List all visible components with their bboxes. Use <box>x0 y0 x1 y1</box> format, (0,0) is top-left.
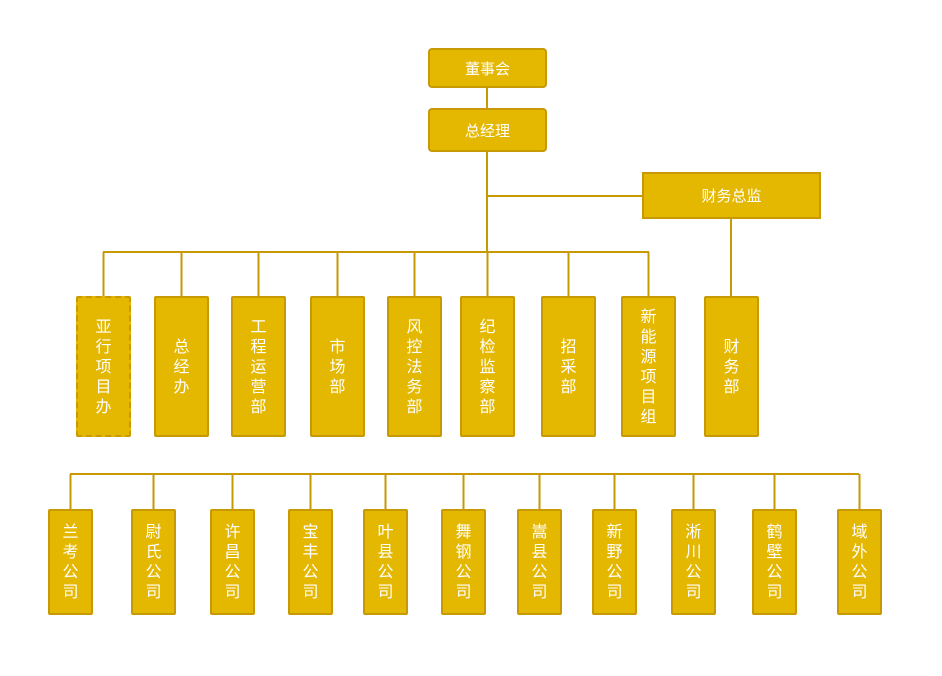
department-node: 新能源项目组 <box>621 296 676 437</box>
node-label: 新能源项目组 <box>640 306 657 426</box>
node-label: 叶县公司 <box>377 522 394 601</box>
department-node: 总经办 <box>154 296 209 437</box>
department-node: 财务部 <box>704 296 759 437</box>
node-label: 兰考公司 <box>62 522 79 601</box>
company-node: 嵩县公司 <box>517 509 562 615</box>
node-cfo: 财务总监 <box>642 172 821 219</box>
node-label: 风控法务部 <box>406 316 423 416</box>
node-label: 财务总监 <box>701 187 762 205</box>
node-label: 总经理 <box>464 121 510 140</box>
node-label: 鹤壁公司 <box>766 522 783 601</box>
department-node: 纪检监察部 <box>460 296 515 437</box>
node-label: 淅川公司 <box>685 522 702 601</box>
node-label: 总经办 <box>173 336 190 396</box>
company-node: 域外公司 <box>837 509 882 615</box>
department-node: 亚行项目办 <box>76 296 131 437</box>
node-label: 宝丰公司 <box>302 522 319 601</box>
company-node: 兰考公司 <box>48 509 93 615</box>
company-node: 鹤壁公司 <box>752 509 797 615</box>
node-label: 亚行项目办 <box>95 316 112 416</box>
company-node: 尉氏公司 <box>131 509 176 615</box>
node-label: 纪检监察部 <box>479 316 496 416</box>
node-general-manager: 总经理 <box>428 108 547 152</box>
department-drop-lines <box>102 252 650 296</box>
node-label: 工程运营部 <box>250 316 267 416</box>
node-label: 嵩县公司 <box>531 522 548 601</box>
node-label: 市场部 <box>329 336 346 396</box>
node-label: 新野公司 <box>606 522 623 601</box>
company-node: 宝丰公司 <box>288 509 333 615</box>
company-drop-lines <box>69 474 861 509</box>
company-node: 许昌公司 <box>210 509 255 615</box>
node-label: 招采部 <box>560 336 577 396</box>
node-label: 舞钢公司 <box>455 522 472 601</box>
company-node: 新野公司 <box>592 509 637 615</box>
node-label: 域外公司 <box>851 522 868 601</box>
node-label: 财务部 <box>723 336 740 396</box>
department-node: 风控法务部 <box>387 296 442 437</box>
department-node: 市场部 <box>310 296 365 437</box>
node-board: 董事会 <box>428 48 547 88</box>
node-label: 许昌公司 <box>224 522 241 601</box>
node-label: 尉氏公司 <box>145 522 162 601</box>
company-node: 淅川公司 <box>671 509 716 615</box>
department-node: 招采部 <box>541 296 596 437</box>
company-node: 叶县公司 <box>363 509 408 615</box>
department-node: 工程运营部 <box>231 296 286 437</box>
company-node: 舞钢公司 <box>441 509 486 615</box>
node-label: 董事会 <box>464 59 510 78</box>
